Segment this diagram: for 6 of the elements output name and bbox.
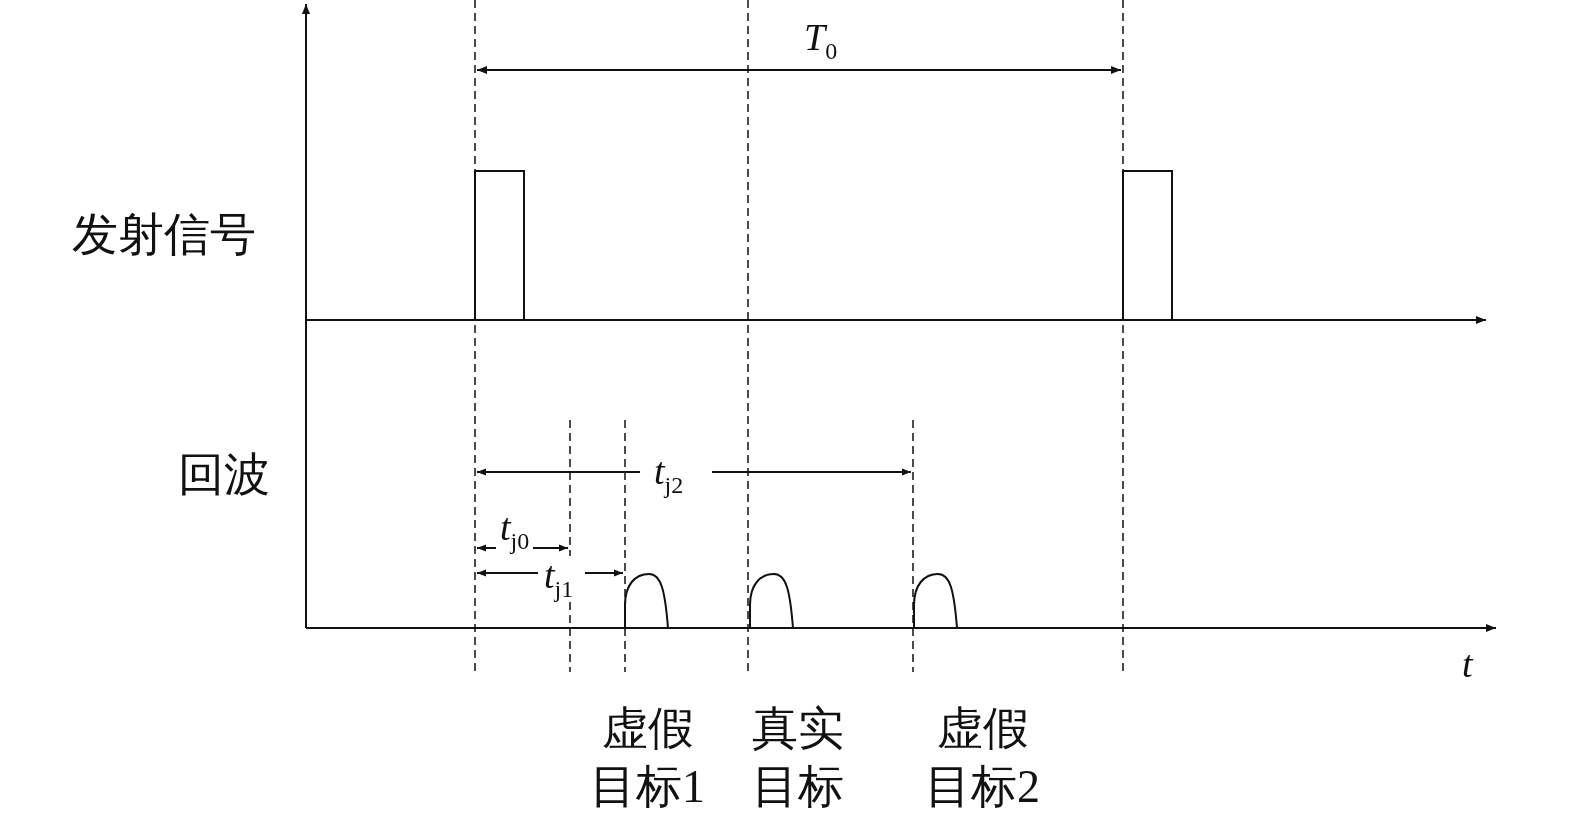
target-label: 虚假目标2 xyxy=(924,702,1041,814)
target-label: 虚假目标1 xyxy=(589,702,706,814)
axis-label: 发射信号 xyxy=(72,212,256,258)
axis-label: t xyxy=(1461,645,1475,683)
axis-label: 回波 xyxy=(178,452,270,498)
target-label: 真实目标 xyxy=(750,702,845,814)
